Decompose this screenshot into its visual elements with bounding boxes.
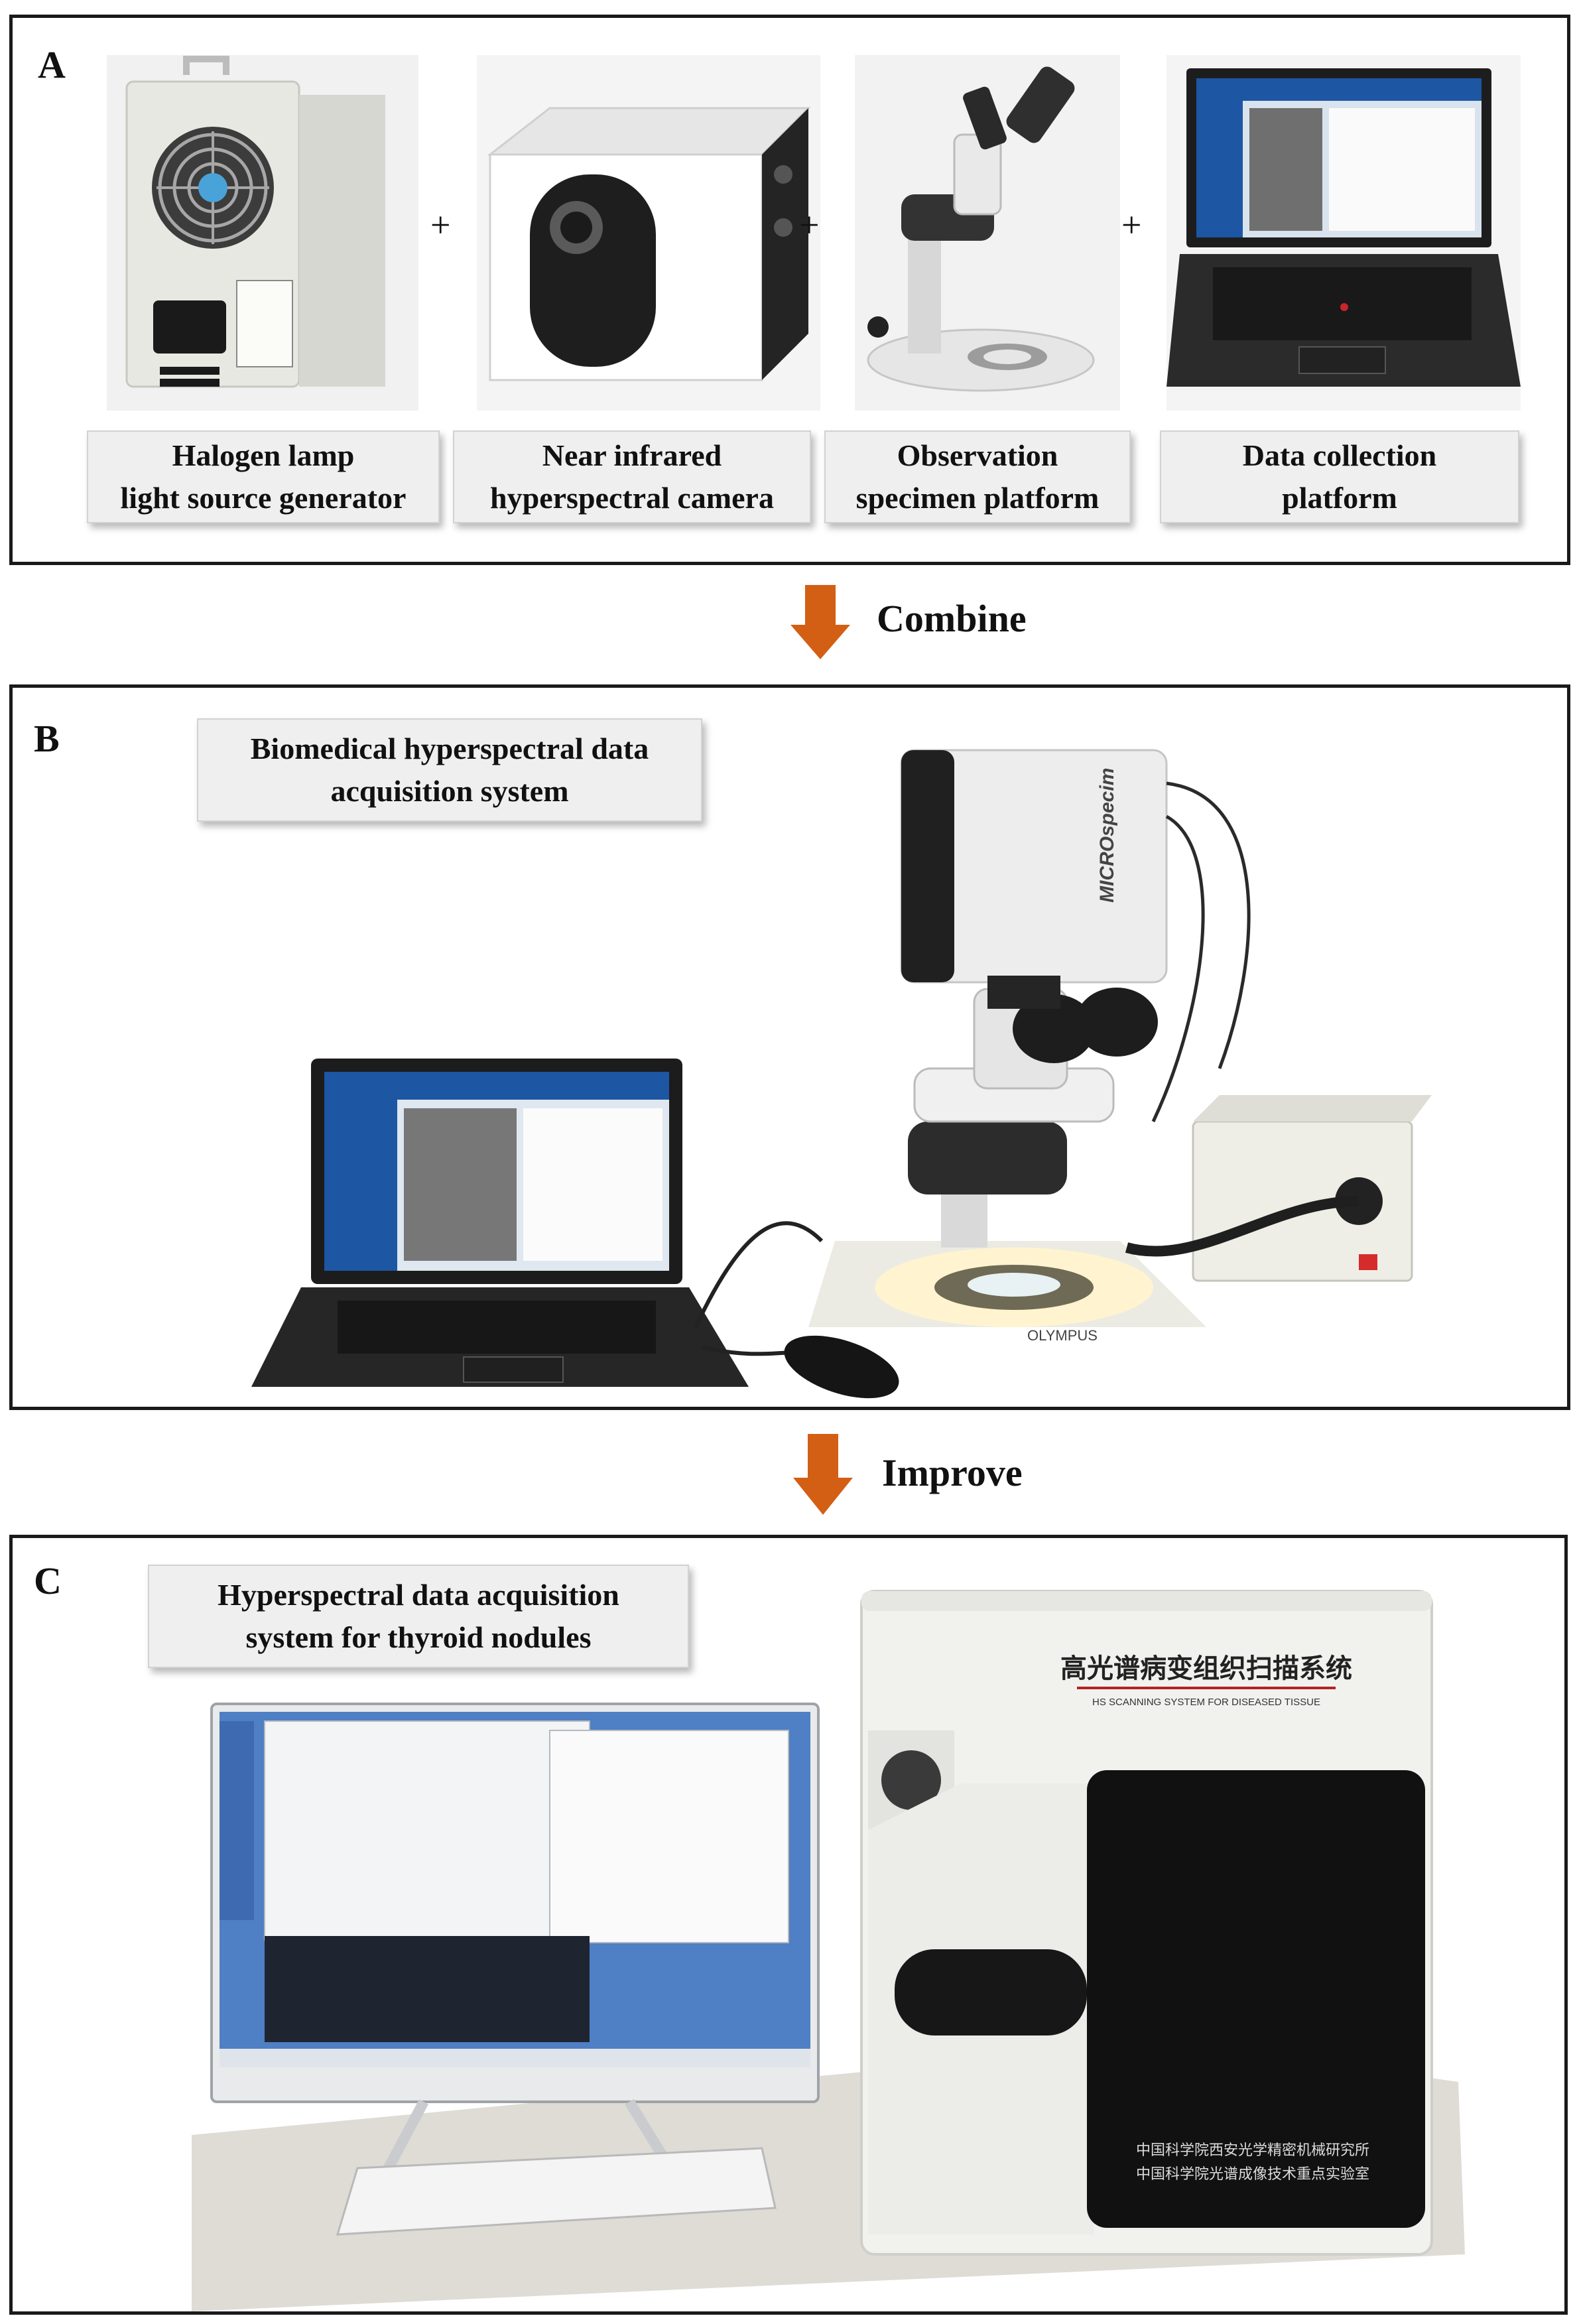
combine-step-label: Combine xyxy=(877,597,1027,640)
acquisition-system-photo: OLYMPUS MICROspecim xyxy=(251,749,1432,1399)
down-arrow-shape xyxy=(790,585,850,659)
caption-line: Hyperspectral data acquisition xyxy=(218,1578,619,1612)
caption-line: platform xyxy=(1282,481,1397,515)
component-caption-data-platform: Data collection platform xyxy=(1160,430,1519,523)
down-arrow-icon xyxy=(793,1434,853,1515)
device-org-text: 中国科学院西安光学精密机械研究所 xyxy=(1136,2142,1369,2158)
plus-sign-1: + xyxy=(430,205,451,245)
component-caption-nir-camera: Near infrared hyperspectral camera xyxy=(453,430,811,523)
improve-step-label: Improve xyxy=(882,1451,1023,1494)
panel-a-label: A xyxy=(38,43,66,86)
nir-camera-photo xyxy=(477,55,820,411)
caption-line: Biomedical hyperspectral data xyxy=(250,732,649,765)
device-org-text: 中国科学院光谱成像技术重点实验室 xyxy=(1136,2165,1369,2182)
panel-b: B Biomedical hyperspectral data acquisit… xyxy=(9,684,1570,1410)
device-subtitle-text: HS SCANNING SYSTEM FOR DISEASED TISSUE xyxy=(1092,1697,1320,1708)
camera-brand-text: MICROspecim xyxy=(1096,768,1118,903)
panel-c-label: C xyxy=(34,1559,62,1602)
caption-line: hyperspectral camera xyxy=(490,481,774,515)
microscope-photo xyxy=(855,55,1120,411)
caption-line: Data collection xyxy=(1242,438,1437,472)
laptop-photo xyxy=(1167,55,1521,411)
panel-a: A + xyxy=(9,15,1570,565)
component-caption-specimen-platform: Observation specimen platform xyxy=(824,430,1131,523)
device-title-text: 高光谱病变组织扫描系统 xyxy=(1060,1654,1352,1683)
plus-sign-2: + xyxy=(799,205,820,245)
microscope-brand-text: OLYMPUS xyxy=(1027,1327,1098,1344)
caption-line: light source generator xyxy=(120,481,407,515)
caption-line: Near infrared xyxy=(542,438,722,472)
panel-c-caption: Hyperspectral data acquisition system fo… xyxy=(148,1565,689,1668)
component-caption-halogen-lamp: Halogen lamp light source generator xyxy=(87,430,440,523)
halogen-lamp-photo xyxy=(107,55,418,411)
caption-line: specimen platform xyxy=(855,481,1100,515)
panel-c: C Hyperspectral data acquisition system … xyxy=(9,1535,1568,2315)
down-arrow-icon xyxy=(790,585,850,659)
caption-line: Halogen lamp xyxy=(172,438,355,472)
thyroid-system-photo: 高光谱病变组织扫描系统 HS SCANNING SYSTEM FOR DISEA… xyxy=(192,1590,1465,2311)
down-arrow-shape xyxy=(793,1434,853,1515)
caption-line: acquisition system xyxy=(330,774,569,808)
panel-b-caption: Biomedical hyperspectral data acquisitio… xyxy=(197,718,702,822)
panel-b-label: B xyxy=(34,717,60,760)
plus-sign-3: + xyxy=(1121,205,1142,245)
caption-line: Observation xyxy=(897,438,1058,472)
caption-line: system for thyroid nodules xyxy=(245,1620,592,1654)
